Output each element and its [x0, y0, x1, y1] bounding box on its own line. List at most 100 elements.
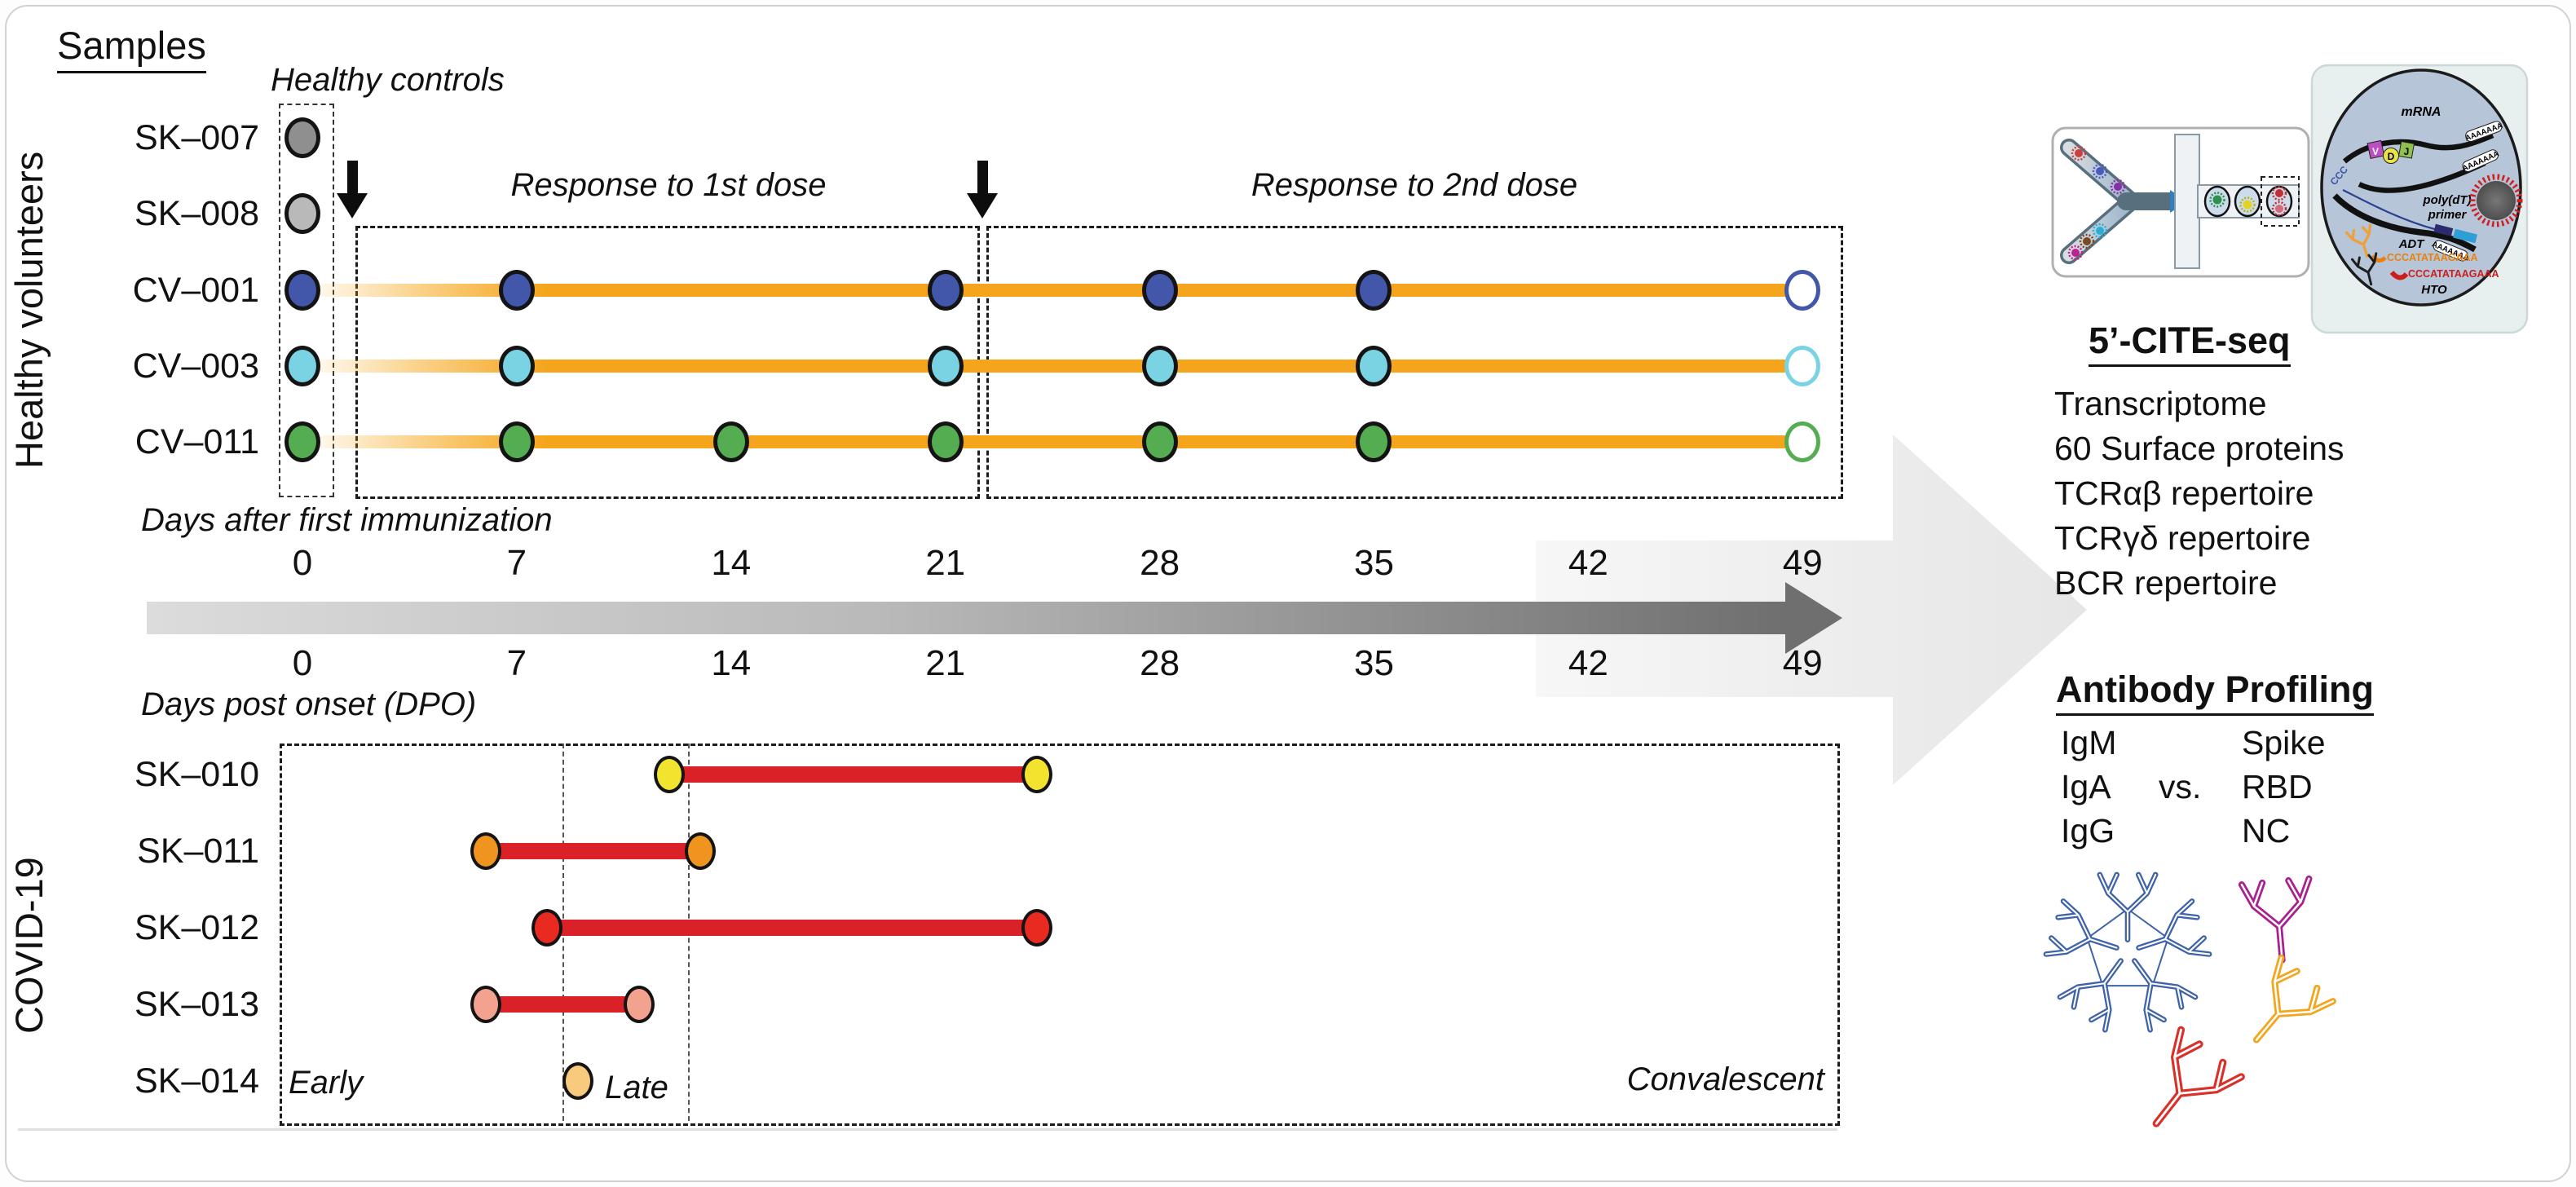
purple-antibody-icon: [2242, 879, 2316, 963]
day-tick-label: 35: [1354, 543, 1394, 583]
polydt-label-line2: primer: [2428, 208, 2468, 222]
covid-samples-box: [280, 744, 1840, 1126]
sample-row-label: CV–011: [135, 422, 259, 461]
sample-dot: [1356, 346, 1392, 386]
antibody-icons: [2005, 844, 2494, 1186]
adt-sequence: CCCATATAAGAAA: [2387, 252, 2478, 263]
sample-dot: [684, 832, 716, 870]
antibody-profiling-title: Antibody Profiling: [2056, 669, 2374, 716]
vdj-v-label: V: [2372, 146, 2379, 157]
antigen-nc: NC: [2242, 812, 2291, 849]
day-tick-label: 35: [1354, 643, 1394, 683]
sample-dot: [285, 193, 320, 234]
hto-label: HTO: [2421, 283, 2447, 297]
infection-sampling-bar: [486, 996, 640, 1013]
antigen-spike: Spike: [2242, 724, 2326, 761]
sample-dot: [470, 985, 501, 1023]
polydt-label-line1: poly(dT): [2422, 193, 2471, 207]
sample-dot: [623, 985, 655, 1023]
cite-seq-item-transcriptome: Transcriptome: [2054, 385, 2267, 422]
hto-sequence: CCCATATAAGAAA: [2408, 268, 2499, 280]
sample-row-label: SK–013: [134, 985, 259, 1024]
sample-dot: [1141, 421, 1178, 462]
red-antibody-icon: [2126, 1030, 2241, 1147]
sample-dot: [562, 1061, 593, 1100]
sample-dot: [654, 755, 686, 793]
sample-dot: [285, 270, 320, 311]
vdj-d-label: D: [2388, 151, 2395, 162]
first-immunization-arrow-icon: [337, 161, 368, 218]
cite-seq-item-tcrgd: TCRγδ repertoire: [2054, 519, 2311, 557]
day-tick-label: 42: [1568, 643, 1608, 683]
sample-dot: [1021, 908, 1052, 947]
vs-label: vs.: [2159, 768, 2202, 805]
day-tick-label: 0: [292, 643, 313, 683]
sample-dot: [1021, 755, 1052, 793]
sample-dot: [531, 908, 562, 947]
healthy-controls-box: [279, 104, 334, 497]
response-first-dose-annotation: Response to 1st dose: [510, 167, 827, 203]
infection-sampling-bar: [669, 766, 1038, 783]
sample-dot: [285, 421, 320, 462]
sample-row-label: SK–007: [134, 118, 259, 157]
isotype-igg: IgG: [2061, 812, 2115, 849]
healthy-controls-annotation: Healthy controls: [271, 62, 505, 98]
mrna-label: mRNA: [2402, 105, 2441, 119]
day-tick-label: 28: [1140, 543, 1180, 583]
day-tick-label: 49: [1782, 543, 1823, 583]
sample-row-label: SK–014: [134, 1061, 259, 1101]
igm-pentamer-icon: [2046, 875, 2209, 1030]
sample-dot: [470, 832, 501, 870]
microfluidic-chip-illustration: [2051, 126, 2310, 278]
sample-dot: [498, 270, 535, 311]
cite-seq-item-surface-proteins: 60 Surface proteins: [2054, 430, 2344, 467]
isotype-igm: IgM: [2061, 724, 2117, 761]
day-axis-arrow-body: [147, 602, 1787, 634]
sample-dot: [498, 421, 535, 462]
phase-label-convalescent: Convalescent: [1626, 1061, 1824, 1097]
infection-sampling-bar: [547, 920, 1038, 936]
sample-row-label: CV–003: [132, 346, 259, 386]
sample-row-label: SK–011: [137, 832, 259, 871]
followup-open-dot: [1784, 270, 1821, 311]
cite-seq-item-tcrab: TCRαβ repertoire: [2054, 474, 2314, 512]
phase-label-late: Late: [605, 1070, 668, 1105]
cite-seq-item-bcr: BCR repertoire: [2054, 564, 2278, 602]
second-immunization-arrow-icon: [967, 161, 998, 218]
phase-label-early: Early: [289, 1065, 364, 1101]
axis-bottom-label: Days post onset (DPO): [141, 686, 477, 722]
sample-row-label: SK–012: [134, 908, 259, 947]
day-tick-label: 0: [292, 543, 313, 583]
bottom-divider: [18, 1128, 1837, 1131]
sample-dot: [498, 346, 535, 386]
vdj-j-label: J: [2404, 146, 2410, 157]
sample-dot: [712, 421, 749, 462]
sample-row-label: SK–008: [134, 194, 259, 233]
day-tick-label: 7: [506, 543, 527, 583]
followup-open-dot: [1784, 346, 1821, 386]
antigen-rbd: RBD: [2242, 768, 2313, 805]
sample-dot: [285, 117, 320, 158]
day-tick-label: 21: [925, 643, 966, 683]
day-tick-label: 14: [711, 643, 752, 683]
sample-dot: [1141, 346, 1178, 386]
day-axis-arrow-head-icon: [1785, 582, 1842, 654]
barcode-bead-icon: [2469, 174, 2523, 227]
day-tick-label: 14: [711, 543, 752, 583]
response-second-dose-annotation: Response to 2nd dose: [1251, 167, 1578, 203]
day-tick-label: 7: [506, 643, 527, 683]
day-tick-label: 21: [925, 543, 966, 583]
sample-dot: [285, 346, 320, 386]
sample-dot: [927, 346, 964, 386]
samples-heading: Samples: [57, 23, 206, 73]
axis-top-label: Days after first immunization: [141, 502, 553, 538]
sample-dot: [1356, 270, 1392, 311]
day-tick-label: 49: [1782, 643, 1823, 683]
followup-open-dot: [1784, 421, 1821, 462]
isotype-iga: IgA: [2061, 768, 2111, 805]
day-tick-label: 42: [1568, 543, 1608, 583]
infection-sampling-bar: [486, 843, 701, 859]
sample-dot: [927, 270, 964, 311]
